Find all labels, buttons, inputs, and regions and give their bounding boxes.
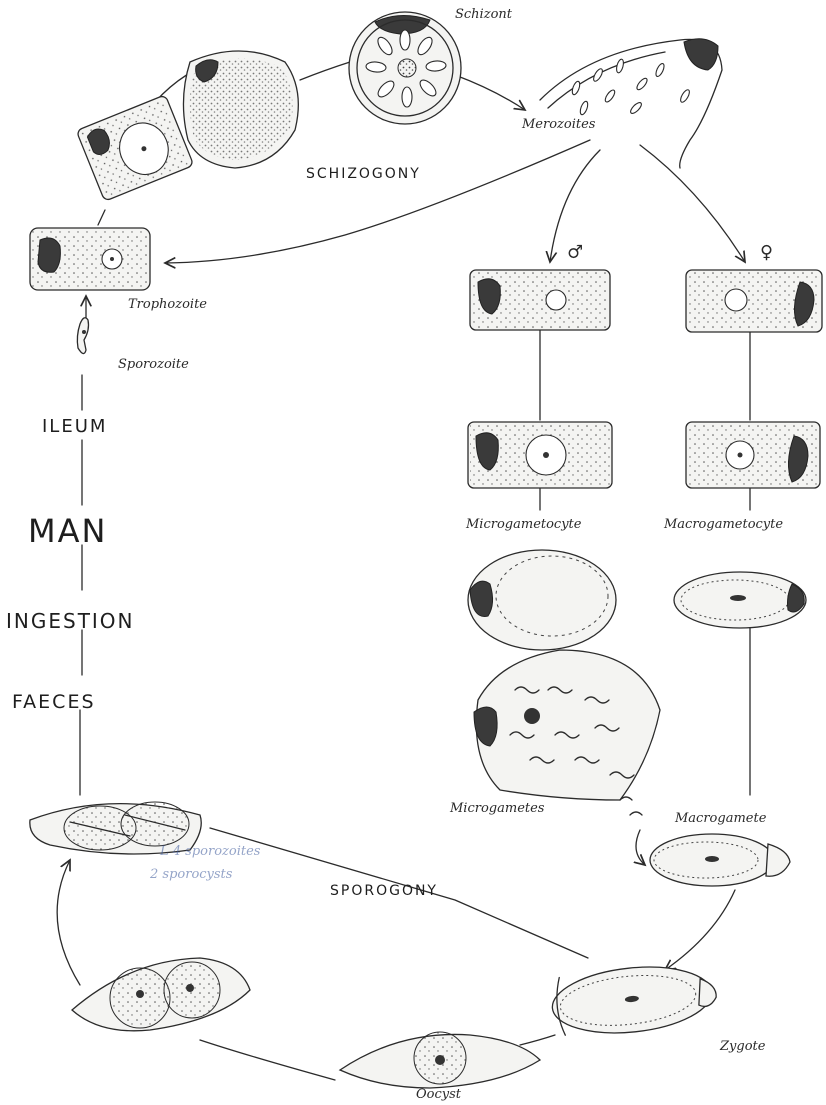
trophozoite-cell: [30, 228, 150, 290]
label-man: MAN: [28, 512, 107, 550]
label-macrogamete: Macrogamete: [674, 811, 767, 826]
label-microgametocyte: Microgametocyte: [465, 517, 582, 532]
schizont-cell: [349, 12, 461, 124]
label-schizont: Schizont: [455, 7, 513, 22]
label-microgametes: Microgametes: [449, 801, 545, 816]
zygote-cell: [549, 959, 719, 1040]
pen-annotation-2: 2 sporocysts: [149, 867, 233, 882]
microgametocyte-cell: [468, 550, 616, 650]
label-trophozoite: Trophozoite: [128, 297, 207, 312]
macrogametocyte-cell: [674, 572, 806, 628]
label-macrogametocyte: Macrogametocyte: [663, 517, 783, 532]
female-symbol: ♀: [760, 242, 773, 263]
label-oocyst: Oocyst: [416, 1087, 462, 1102]
host-cell-schizogony-1: [76, 95, 193, 201]
merozoites-release: [540, 39, 722, 168]
female-host-cell-1: [686, 270, 822, 332]
microgametes-burst: [474, 650, 660, 815]
label-schizogony: SCHIZOGONY: [306, 166, 421, 182]
label-zygote: Zygote: [719, 1039, 766, 1054]
label-merozoites: Merozoites: [521, 117, 596, 132]
host-cell-schizogony-2: [183, 51, 298, 168]
macrogamete-cell: [650, 834, 790, 886]
male-host-cell-1: [470, 270, 610, 330]
oocyst: [340, 1032, 540, 1088]
male-host-cell-2: [468, 422, 612, 488]
male-symbol: ♂: [567, 242, 583, 263]
cycle-lines: [57, 62, 750, 1080]
sporocyst-developing: [72, 958, 250, 1031]
label-ingestion: INGESTION: [6, 609, 135, 633]
label-ileum: ILEUM: [42, 416, 107, 437]
label-sporozoite: Sporozoite: [118, 357, 189, 372]
pen-annotation-1: L 4 sporozoites: [159, 844, 261, 859]
label-sporogony: SPOROGONY: [330, 883, 438, 899]
female-host-cell-2: [686, 422, 820, 488]
label-faeces: FAECES: [12, 691, 96, 713]
sporozoite: [77, 318, 88, 354]
